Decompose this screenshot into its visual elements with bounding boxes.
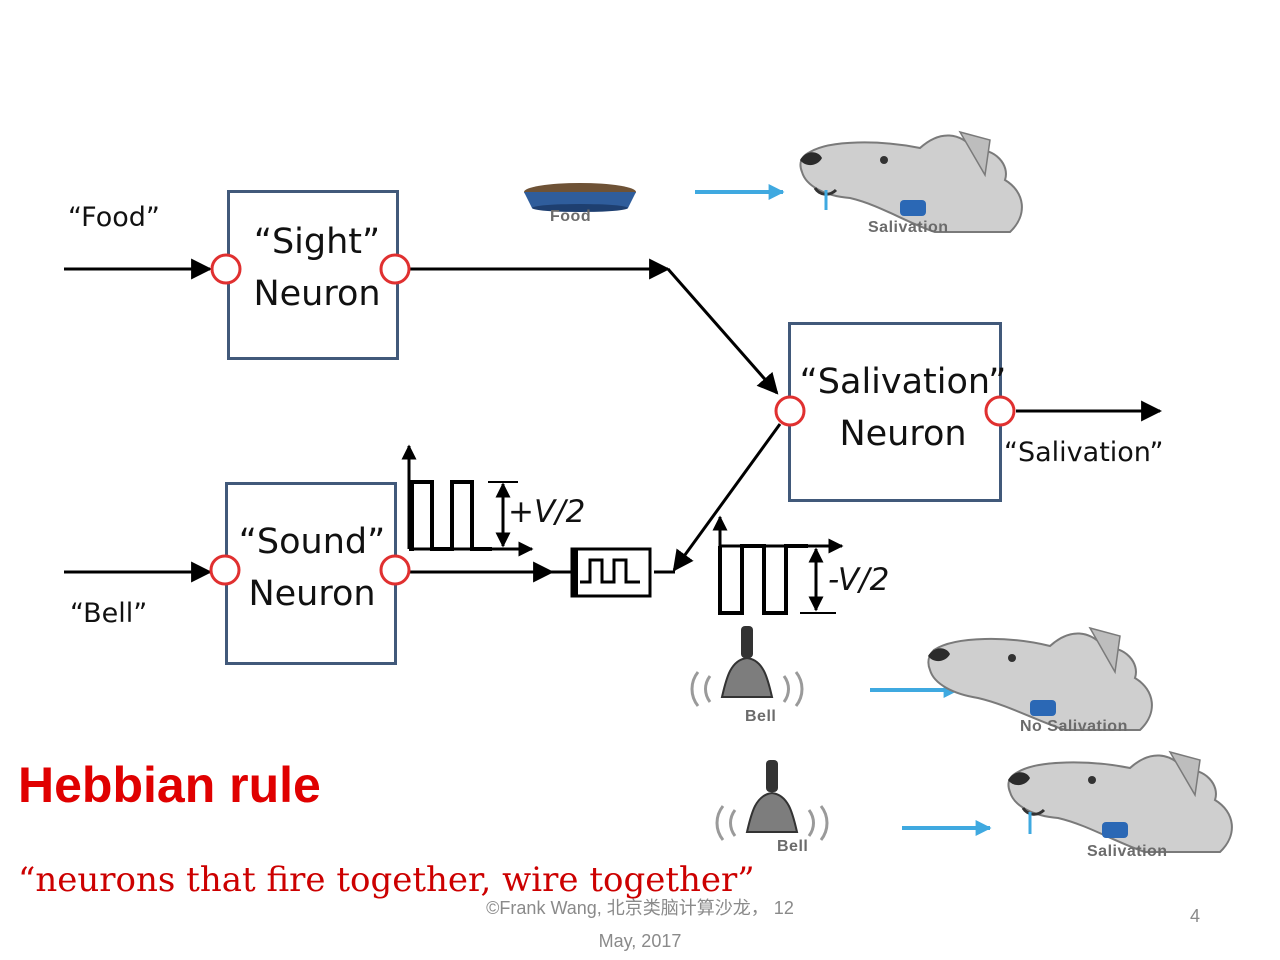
memristor-icon (550, 547, 652, 598)
bell-ringing-icon-2 (715, 760, 829, 841)
slide-subtitle: “neurons that fire together, wire togeth… (18, 860, 755, 900)
bell-mid-caption: Bell (745, 708, 777, 725)
bell-input-label: “Bell” (70, 598, 148, 629)
bell-ringing-icon (690, 626, 804, 707)
sound-neuron-label: “Sound” Neuron (222, 516, 402, 620)
salivation-neuron-label: “Salivation” Neuron (788, 356, 1018, 460)
sound-neuron-line2: Neuron (248, 574, 376, 614)
dog-salivating-icon-2 (1007, 750, 1233, 853)
sound-neuron-line1: “Sound” (238, 522, 386, 562)
salivation-output-label: “Salivation” (1004, 437, 1164, 468)
dog-salivating-icon (799, 130, 1023, 233)
negative-pulse-icon (712, 515, 844, 615)
dog-mid-caption: No Salivation (1020, 718, 1128, 735)
dog-bottom-caption: Salivation (1087, 843, 1168, 860)
bell-bottom-caption: Bell (777, 838, 809, 855)
negative-voltage-label: -V/2 (828, 562, 890, 598)
slide-title: Hebbian rule (18, 757, 321, 813)
salivation-neuron-line2: Neuron (839, 414, 967, 454)
sight-neuron-label: “Sight” Neuron (227, 216, 407, 320)
footer: ©Frank Wang, 北京类脑计算沙龙， 12 May, 2017 (440, 892, 840, 958)
sight-neuron-line2: Neuron (253, 274, 381, 314)
footer-line1: ©Frank Wang, 北京类脑计算沙龙， 12 (486, 898, 794, 918)
salivation-neuron-line1: “Salivation” (799, 362, 1007, 402)
salivation-feedback-arrow (672, 423, 782, 572)
positive-pulse-icon (401, 444, 534, 557)
page-number: 4 (1190, 906, 1201, 926)
food-bowl-caption: Food (550, 208, 592, 225)
salivation-neuron-box (788, 322, 1002, 502)
positive-voltage-label: +V/2 (508, 494, 586, 530)
dog-top-caption: Salivation (868, 219, 949, 236)
food-input-label: “Food” (68, 202, 160, 233)
sight-neuron-line1: “Sight” (253, 222, 381, 262)
sight-to-salivation-arrow (666, 268, 779, 395)
footer-line2: May, 2017 (598, 931, 682, 951)
food-bowl-icon (524, 183, 636, 212)
dog-not-salivating-icon (927, 626, 1153, 731)
